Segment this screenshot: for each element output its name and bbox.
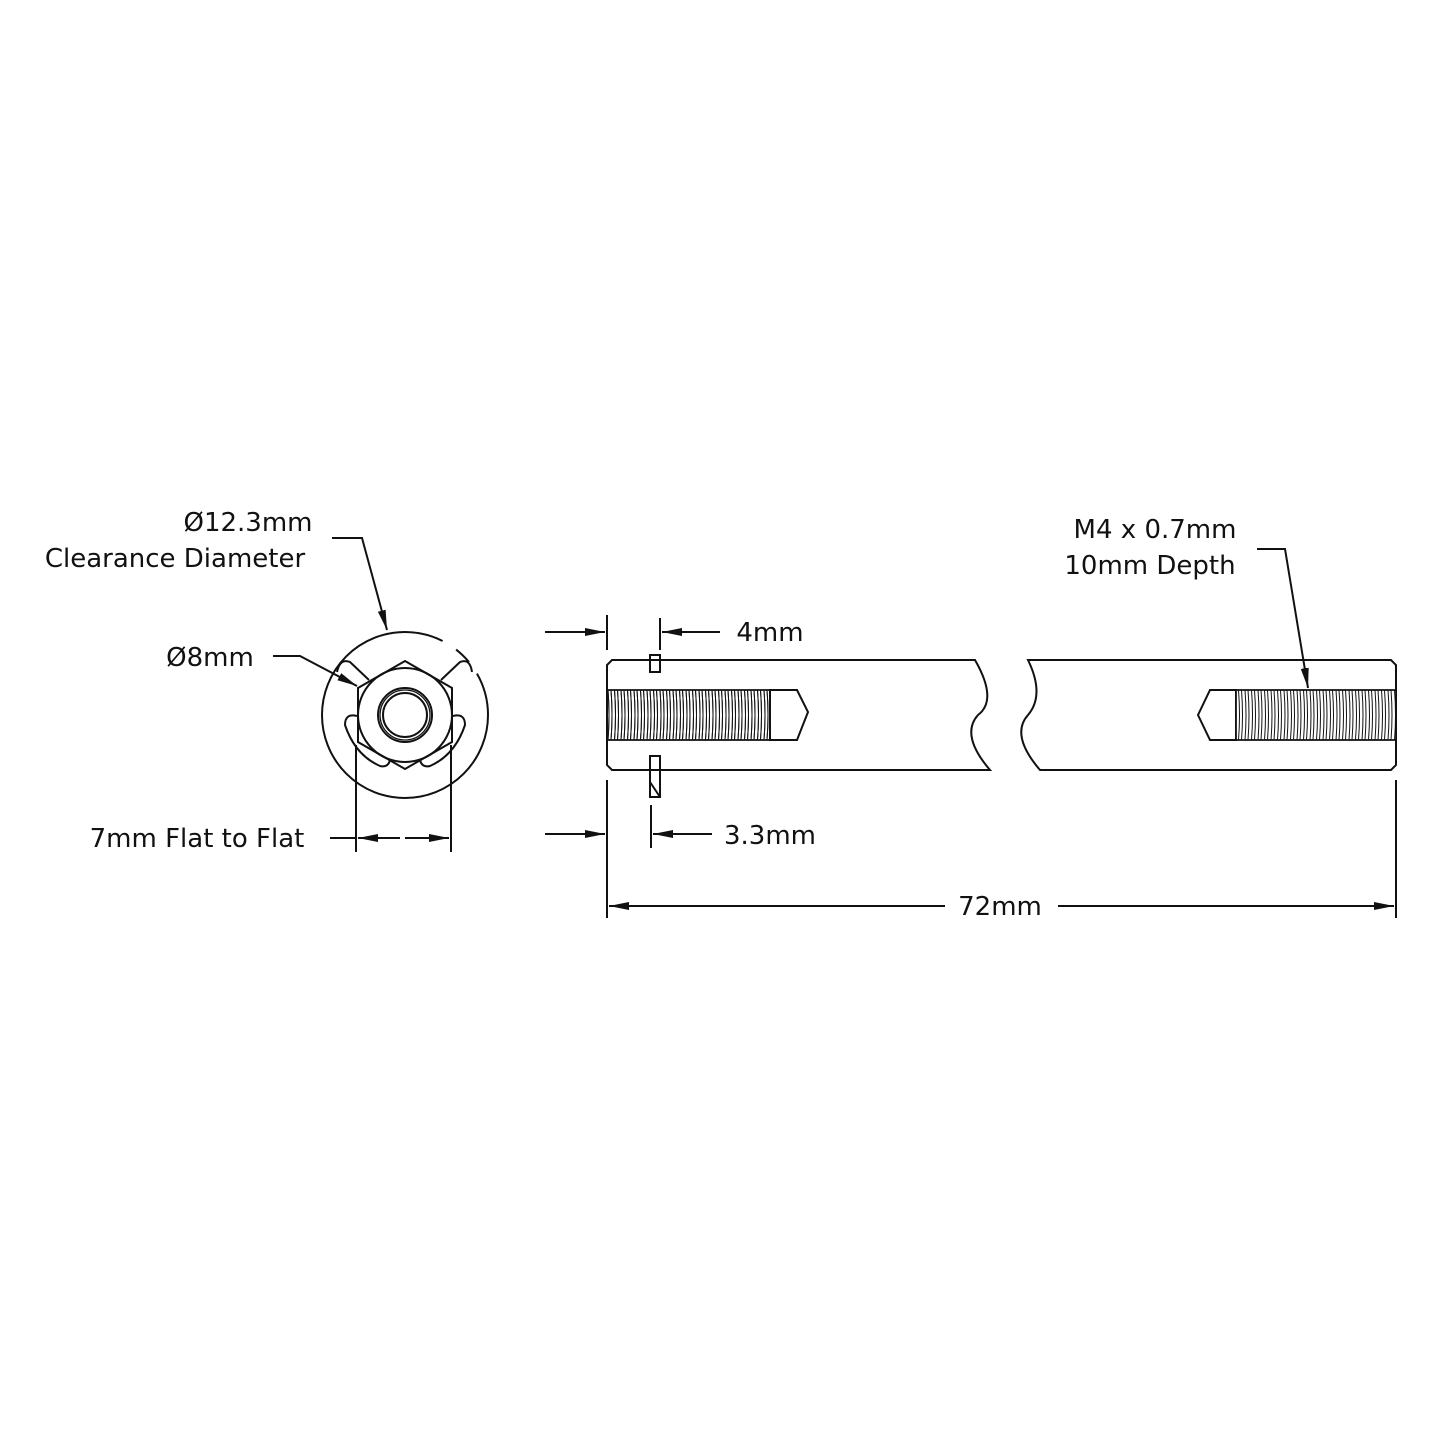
- shaft-left-section: [606, 659, 993, 771]
- shaft-right-section: [1020, 659, 1397, 771]
- drill-point-left: [769, 689, 810, 741]
- bore-diameter-label: Ø8mm: [166, 643, 254, 673]
- hex-outline: [357, 659, 453, 771]
- clearance-circle: [321, 631, 489, 799]
- wing-lower: [343, 714, 467, 768]
- thread-depth-label: 10mm Depth: [1064, 551, 1235, 581]
- threaded-bore-right: [1235, 689, 1397, 741]
- clearance-diameter-value: Ø12.3mm: [183, 508, 312, 538]
- groove-offset-label: 4mm: [736, 618, 803, 648]
- bore-inner: [382, 692, 428, 738]
- overall-length-label: 72mm: [958, 892, 1042, 922]
- side-section-view: 4mm 3.3mm 72mm M4 x 0.7mm 10mm Depth: [545, 515, 1397, 922]
- groove-top: [649, 654, 661, 673]
- bore-outer: [377, 687, 433, 743]
- end-view: Ø12.3mm Clearance Diameter Ø8mm 7mm Flat…: [45, 508, 489, 854]
- flat-to-flat-label: 7mm Flat to Flat: [90, 824, 305, 854]
- hex-inner-circle: [357, 667, 453, 763]
- wing-upper: [336, 660, 473, 681]
- thread-spec-label: M4 x 0.7mm: [1074, 515, 1237, 545]
- groove-bottom: [649, 755, 661, 798]
- groove-depth-label: 3.3mm: [724, 821, 816, 851]
- drill-point-right: [1196, 689, 1237, 741]
- clearance-diameter-label: Clearance Diameter: [45, 544, 306, 574]
